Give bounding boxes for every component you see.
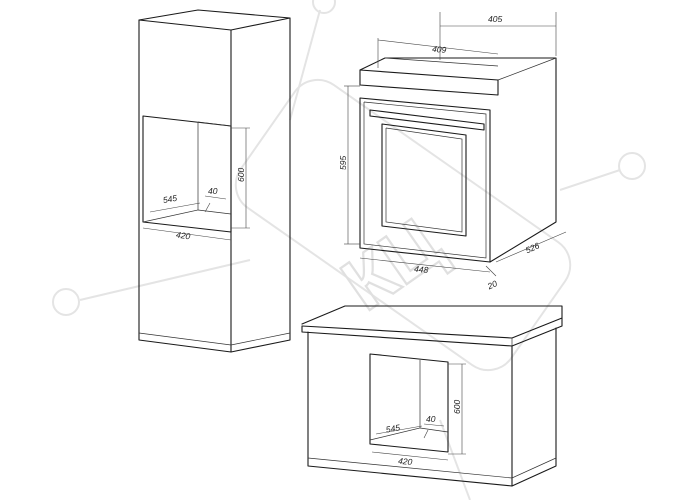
oven-top-width-label: 405 xyxy=(488,14,502,24)
base-cabinet-height-label: 600 xyxy=(452,400,462,414)
tall-cabinet-height-label: 600 xyxy=(236,168,246,182)
base-cabinet-dimensions: 545 40 600 420 xyxy=(371,363,466,467)
tall-cabinet-diagram: 545 40 600 420 xyxy=(138,9,291,353)
oven-dimensions: 405 409 595 448 526 20 xyxy=(338,12,567,292)
base-cabinet-width-label: 420 xyxy=(398,456,413,467)
tall-cabinet-gap-label: 40 xyxy=(208,186,218,196)
tall-cabinet-depth-label: 545 xyxy=(162,193,178,205)
oven-door-label: 20 xyxy=(485,278,499,291)
base-cabinet-diagram: 545 40 600 420 xyxy=(301,305,563,487)
tall-cabinet-width-label: 420 xyxy=(175,230,191,242)
oven-diagram: 405 409 595 448 526 20 xyxy=(338,12,567,292)
oven-depth-label: 526 xyxy=(524,240,541,255)
oven-inner-top-label: 409 xyxy=(432,44,447,55)
oven-width-label: 448 xyxy=(414,264,429,275)
base-cabinet-gap-label: 40 xyxy=(426,414,436,424)
watermark-text: КЦ xyxy=(327,201,456,326)
base-cabinet-depth-label: 545 xyxy=(385,422,401,434)
tall-cabinet-dimensions: 545 40 600 420 xyxy=(142,127,250,242)
oven-height-label: 595 xyxy=(338,156,348,170)
